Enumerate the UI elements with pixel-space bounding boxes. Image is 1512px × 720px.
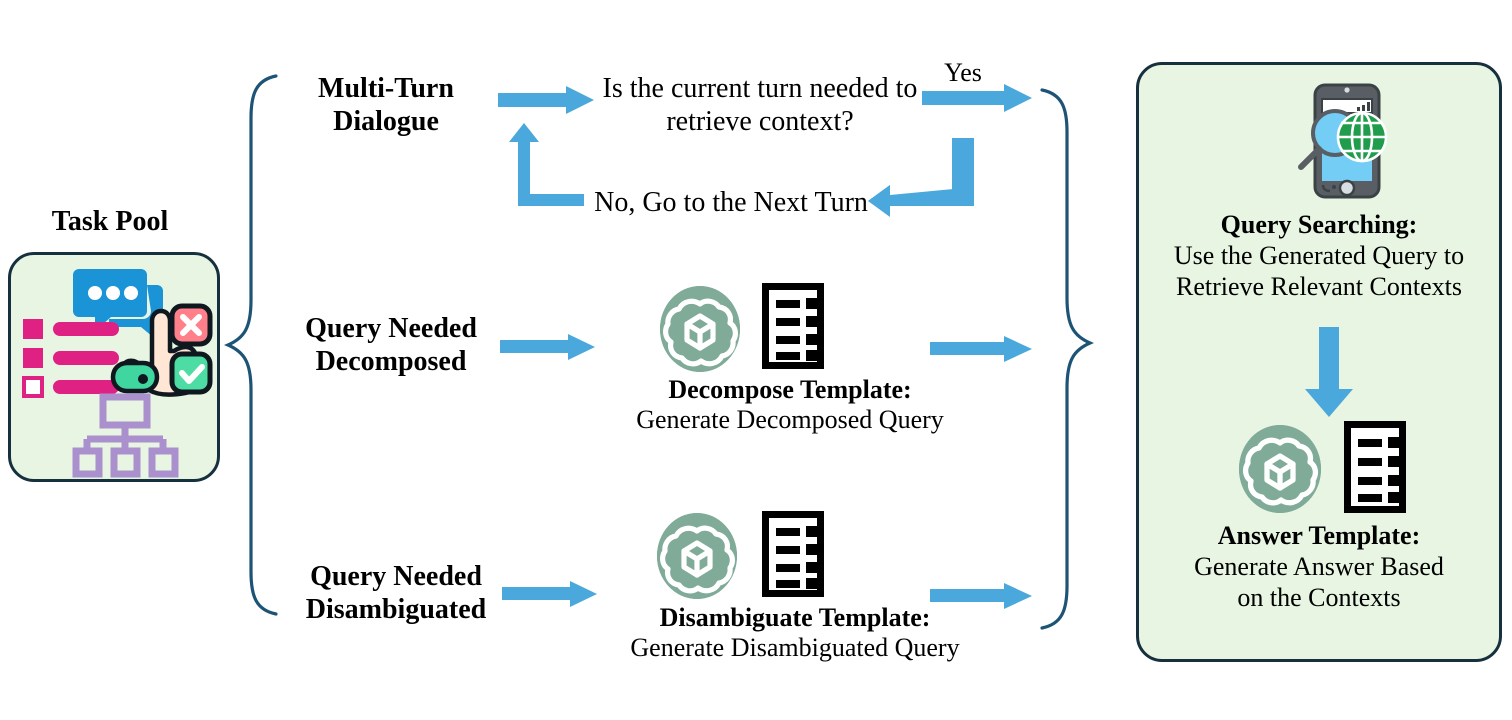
- query-searching-title: Query Searching:: [1220, 210, 1418, 239]
- branch-label-disambiguated: Query Needed Disambiguated: [305, 561, 487, 626]
- approve-badge-icon: [169, 351, 213, 395]
- openai-logo-icon-decompose: [660, 286, 740, 372]
- left-brace: [218, 70, 278, 620]
- hierarchy-icon: [72, 393, 179, 478]
- right-output-panel: Query Searching: Use the Generated Query…: [1136, 62, 1502, 662]
- arrow-multiturn-to-decision: [498, 86, 594, 114]
- arrow-yes-to-right-brace: [922, 84, 1034, 112]
- branch-label-multi-turn: Multi-Turn Dialogue: [318, 73, 454, 138]
- smartphone-search-globe-icon: [1279, 81, 1389, 201]
- query-searching-sub: Use the Generated Query to Retrieve Rele…: [1173, 241, 1465, 301]
- chat-bubbles-icon: [73, 263, 169, 341]
- document-list-icon-disambiguate: [762, 511, 824, 597]
- decompose-template-sub: Generate Decomposed Query: [636, 405, 944, 434]
- decision-question: Is the current turn needed to retrieve c…: [602, 73, 918, 138]
- arrow-no-loop-down-left: [866, 138, 974, 217]
- disambiguate-template-sub: Generate Disambiguated Query: [630, 633, 960, 662]
- openai-logo-icon-answer: [1239, 425, 1321, 513]
- no-loop-label: No, Go to the Next Turn: [594, 187, 868, 218]
- arrow-disambiguate-to-right-brace: [930, 583, 1034, 609]
- checklist-icon: [21, 315, 121, 398]
- answer-template-sub: Generate Answer Based on the Contexts: [1194, 552, 1444, 612]
- arrow-no-loop-up: [506, 120, 590, 210]
- yes-label: Yes: [944, 58, 982, 87]
- reject-badge-icon: [169, 303, 213, 347]
- arrow-decomposed-to-template: [500, 334, 596, 360]
- document-list-icon-answer: [1344, 421, 1406, 513]
- arrow-search-to-answer: [1301, 327, 1357, 419]
- openai-logo-icon-disambiguate: [657, 513, 737, 599]
- task-pool-panel: [8, 252, 220, 482]
- arrow-decompose-to-right-brace: [930, 336, 1034, 362]
- right-brace: [1040, 86, 1130, 634]
- arrow-disambiguated-to-template: [502, 581, 598, 607]
- branch-label-decomposed: Query Needed Decomposed: [305, 313, 477, 378]
- document-list-icon-decompose: [762, 283, 824, 369]
- task-pool-title: Task Pool: [51, 206, 169, 237]
- answer-template-title: Answer Template:: [1217, 521, 1421, 550]
- decompose-template-title: Decompose Template:: [668, 375, 912, 404]
- disambiguate-template-title: Disambiguate Template:: [659, 603, 931, 632]
